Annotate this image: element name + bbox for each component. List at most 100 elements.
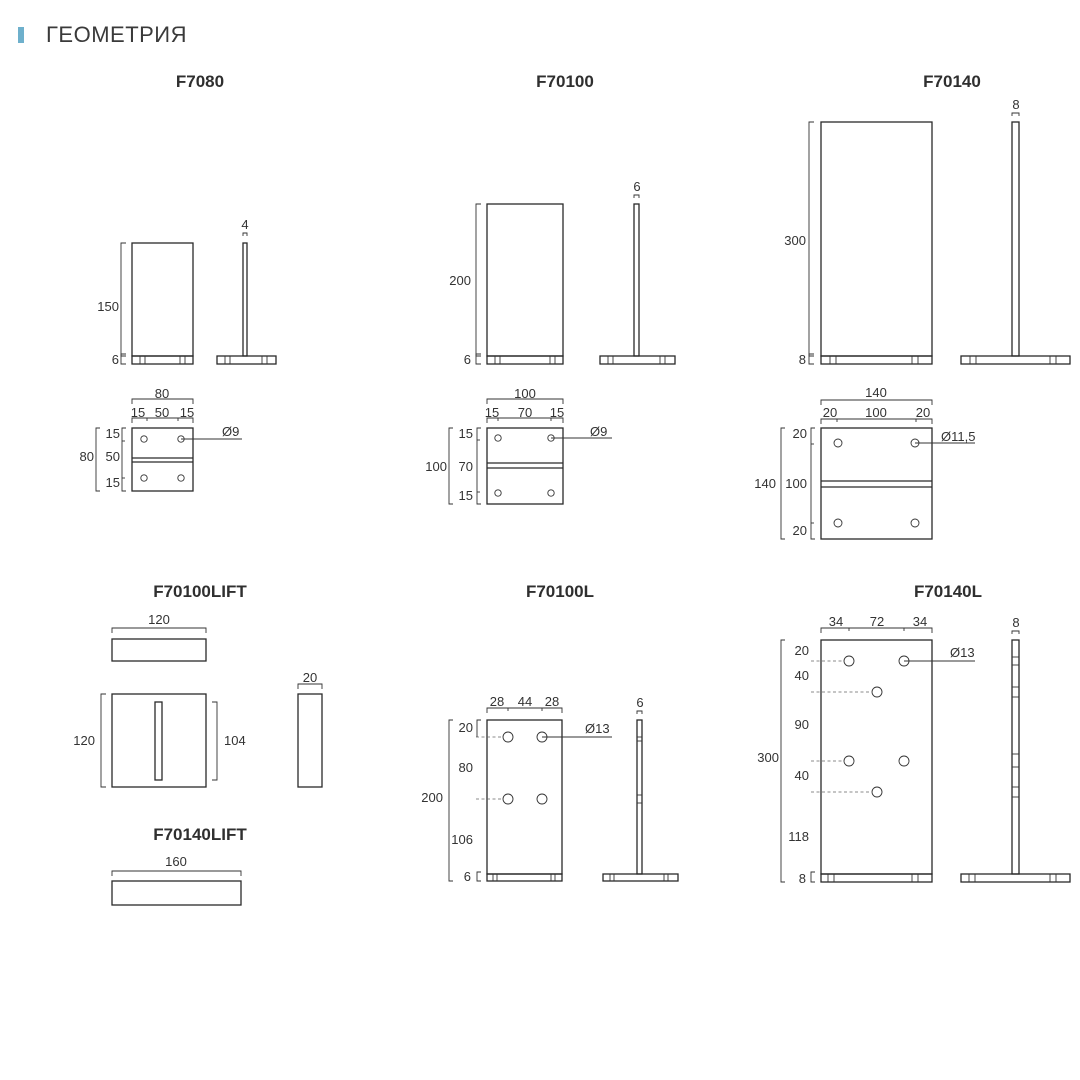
dim-y1-f70100l: 20 — [459, 720, 473, 735]
dim-height-f70140l: 300 — [757, 750, 779, 765]
dim-x1-f70140: 20 — [823, 405, 837, 420]
dim-x1-f70100l: 28 — [490, 694, 504, 709]
dim-hole-f70140l: Ø13 — [950, 645, 975, 660]
bolt-hole — [494, 489, 502, 497]
dim-thickness-f70100l: 6 — [636, 695, 643, 710]
front-view-f70100l — [448, 707, 612, 882]
side-view-f70140 — [960, 112, 1071, 365]
dim-hole-f70100: Ø9 — [590, 424, 607, 439]
front-view-f70100 — [475, 203, 564, 365]
plate-view-f70140 — [780, 399, 975, 540]
dim-x2-f7080: 50 — [155, 405, 169, 420]
front-view-f70140l — [780, 627, 975, 883]
model-title-f70100: F70100 — [536, 72, 594, 91]
model-f70140: F70140 300 8 8 — [754, 72, 1071, 540]
bolt-hole — [536, 793, 548, 805]
side-view-f70140l — [960, 630, 1071, 883]
section-header: ГЕОМЕТРИЯ — [18, 20, 187, 50]
bolt-hole — [177, 474, 185, 482]
dim-plate-width-f70100: 100 — [514, 386, 536, 401]
dim-y1-f7080: 15 — [106, 426, 120, 441]
bolt-hole — [140, 435, 148, 443]
dim-x3-f7080: 15 — [180, 405, 194, 420]
bolt-hole — [871, 786, 883, 798]
dim-plate-height-f70100: 100 — [425, 459, 447, 474]
model-f70100l: F70100L 28 44 28 200 20 80 106 6 Ø — [421, 582, 679, 884]
dim-x3-f70100: 15 — [550, 405, 564, 420]
model-title-f70140lift: F70140LIFT — [153, 825, 247, 844]
front-view-f70100lift — [100, 693, 218, 788]
front-view-f7080 — [120, 242, 194, 365]
dim-y3-f70100l: 106 — [451, 832, 473, 847]
dim-y4-f70140l: 40 — [795, 768, 809, 783]
dim-height-f7080: 150 — [97, 299, 119, 314]
bolt-hole — [502, 793, 514, 805]
bolt-hole — [833, 518, 843, 528]
bolt-hole — [843, 655, 855, 667]
dim-inner-height-f70100lift: 104 — [224, 733, 246, 748]
dim-top-width-f70100lift: 120 — [148, 612, 170, 627]
bolt-hole — [898, 755, 910, 767]
dim-x1-f70100: 15 — [485, 405, 499, 420]
dim-base-f7080: 6 — [112, 352, 119, 367]
bolt-hole — [547, 489, 555, 497]
model-f70140lift: F70140LIFT 160 — [111, 825, 247, 906]
plate-view-f7080 — [95, 398, 242, 492]
dim-x2-f70140: 100 — [865, 405, 887, 420]
bolt-hole — [910, 518, 920, 528]
model-f70100: F70100 200 6 6 — [425, 72, 676, 505]
dim-plate-width-f70140: 140 — [865, 385, 887, 400]
top-view-f70140lift — [111, 870, 242, 906]
side-view-f7080 — [216, 232, 277, 365]
header-accent-bar — [18, 27, 24, 43]
model-f7080: F7080 150 6 4 — [80, 72, 277, 492]
section-title: ГЕОМЕТРИЯ — [46, 22, 188, 47]
model-f70100lift: F70100LIFT 120 120 104 20 — [73, 582, 323, 788]
top-view-f70100lift — [111, 627, 207, 662]
dim-y1-f70140l: 20 — [795, 643, 809, 658]
dim-x1-f7080: 15 — [131, 405, 145, 420]
side-view-f70100lift — [297, 683, 323, 788]
dim-x3-f70100l: 28 — [545, 694, 559, 709]
dim-x2-f70100: 70 — [518, 405, 532, 420]
dim-y1-f70140: 20 — [793, 426, 807, 441]
side-view-f70100l — [602, 710, 679, 882]
dim-hole-f7080: Ø9 — [222, 424, 239, 439]
dim-thickness-f7080: 4 — [241, 217, 248, 232]
dim-height-f70100: 200 — [449, 273, 471, 288]
model-f70140l: F70140L 34 72 34 300 20 4 — [757, 582, 1071, 886]
dim-x2-f70140l: 72 — [870, 614, 884, 629]
dim-y3-f70100: 15 — [459, 488, 473, 503]
model-title-f70100lift: F70100LIFT — [153, 582, 247, 601]
dim-y2-f7080: 50 — [106, 449, 120, 464]
dim-thickness-f70100: 6 — [633, 179, 640, 194]
dim-base-f70100: 6 — [464, 352, 471, 367]
dim-hole-f70100l: Ø13 — [585, 721, 610, 736]
front-view-f70140 — [808, 121, 933, 365]
dim-base-f70140l: 8 — [799, 871, 806, 886]
dim-x2-f70100l: 44 — [518, 694, 532, 709]
side-view-f70100 — [599, 194, 676, 365]
dim-y1-f70100: 15 — [459, 426, 473, 441]
dim-x3-f70140: 20 — [916, 405, 930, 420]
dim-plate-width-f7080: 80 — [155, 386, 169, 401]
model-title-f70140: F70140 — [923, 72, 981, 91]
dim-plate-height-f70140: 140 — [754, 476, 776, 491]
dim-thickness-f70100lift: 20 — [303, 670, 317, 685]
dim-height-f70100lift: 120 — [73, 733, 95, 748]
bolt-hole — [871, 686, 883, 698]
dim-x3-f70140l: 34 — [913, 614, 927, 629]
dim-y2-f70100l: 80 — [459, 760, 473, 775]
bolt-hole — [494, 434, 502, 442]
model-title-f7080: F7080 — [176, 72, 224, 91]
dim-y2-f70140: 100 — [785, 476, 807, 491]
dim-y3-f70140: 20 — [793, 523, 807, 538]
dim-height-f70100l: 200 — [421, 790, 443, 805]
bolt-hole — [843, 755, 855, 767]
dim-y3-f70140l: 90 — [795, 717, 809, 732]
dim-width-f70140lift: 160 — [165, 854, 187, 869]
plate-view-f70100 — [448, 398, 612, 505]
dim-base-f70100l: 6 — [464, 869, 471, 884]
dim-x1-f70140l: 34 — [829, 614, 843, 629]
